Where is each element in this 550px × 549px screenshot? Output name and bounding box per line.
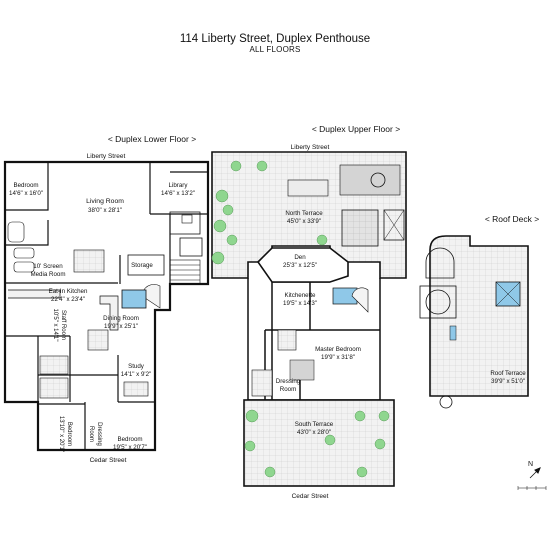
room-library-size: 14'6" x 13'2" (161, 190, 195, 197)
room-kitchen-size: 22'4" x 23'4" (51, 296, 85, 303)
sink-fixture (181, 214, 193, 224)
room-bedroom-2-size: 13'10" x 20'1" (58, 416, 64, 452)
room-master-size: 19'9" x 31'8" (321, 354, 355, 361)
room-bedroom-3-name: Bedroom (117, 436, 142, 443)
room-library-name: Library (169, 182, 189, 189)
upper-floor-plan: Liberty Street Cedar Street (211, 144, 407, 500)
street-label-cedar-upper: Cedar Street (292, 493, 329, 500)
lower-interior-walls (5, 162, 208, 450)
room-den-name: Den (294, 254, 306, 261)
terrace-planter (287, 179, 329, 197)
room-bedroom-1-name: Bedroom (13, 182, 38, 189)
room-staff-size: 10'5" x 14'1" (52, 309, 58, 342)
street-label-liberty: Liberty Street (87, 153, 126, 160)
roof-skylight-small (449, 325, 457, 341)
room-dressing-2-name: Dressing (276, 378, 301, 385)
room-dressing-2-room: Room (280, 386, 297, 393)
room-roof-terrace-name: Roof Terrace (490, 370, 526, 377)
roof-spiral-stair (439, 395, 453, 409)
upper-floor-heading: < Duplex Upper Floor > (312, 124, 400, 134)
room-roof-terrace-size: 39'9" x 51'0" (491, 378, 525, 385)
room-master-name: Master Bedroom (315, 346, 361, 353)
terrace-plantings (211, 160, 390, 478)
bath-fixture (169, 211, 201, 235)
room-kitchen-name: Eat-In Kitchen (49, 288, 88, 295)
roof-deck-heading: < Roof Deck > (485, 214, 539, 224)
upper-bath (251, 369, 273, 397)
kitchen-counters (8, 289, 119, 331)
skylight-blue (121, 289, 147, 309)
lower-floor-heading: < Duplex Lower Floor > (108, 134, 196, 144)
roof-mechanical-grey (339, 164, 401, 196)
room-south-terrace-size: 43'0" x 28'0" (297, 429, 331, 436)
media-room-furniture (13, 247, 105, 273)
terrace-shaded-zone (341, 209, 379, 247)
roof-stair-bulkhead (425, 247, 455, 279)
room-bedroom-1-size: 14'6" x 16'0" (9, 190, 43, 197)
room-media-line1: 10' Screen (33, 263, 63, 270)
vent-circle (370, 172, 386, 188)
room-north-terrace-size: 45'0" x 33'9" (287, 218, 321, 225)
room-south-terrace-name: South Terrace (295, 421, 334, 428)
lower-exterior-wall (3, 160, 210, 452)
room-living-size: 38'0" x 28'1" (88, 207, 122, 214)
lower-floor-plan: Liberty Street Cedar Street (3, 153, 210, 464)
lower-baths (7, 221, 149, 399)
roof-deck-plan: Roof Terrace 39'9" x 51'0" (419, 235, 529, 409)
street-label-cedar: Cedar Street (90, 457, 127, 464)
den-bay (256, 247, 349, 283)
room-storage-name: Storage (131, 262, 153, 269)
room-living-name: Living Room (86, 198, 124, 205)
room-dining-size: 19'9" x 25'1" (104, 323, 138, 330)
upper-stairs (351, 287, 369, 313)
roof-terrace-area (429, 235, 529, 397)
room-dining-name: Dining Room (103, 315, 139, 322)
room-study-name: Study (128, 363, 145, 370)
compass-north-label: N (528, 461, 533, 468)
room-staff-name: Staff Room (60, 310, 66, 340)
bed-shape (289, 359, 315, 381)
room-study-size: 14'1" x 9'2" (121, 371, 152, 378)
room-bedroom-3-size: 19'5" x 20'7" (113, 444, 147, 451)
compass-icon: N (517, 461, 547, 490)
closet (179, 237, 203, 257)
hot-tub-frame (419, 285, 457, 319)
room-kitchenette-size: 19'5" x 14'3" (283, 300, 317, 307)
room-bedroom-2-name: Bedroom (66, 422, 72, 446)
hot-tub (425, 289, 451, 315)
room-den-size: 25'3" x 12'5" (283, 262, 317, 269)
street-label-liberty-upper: Liberty Street (291, 144, 330, 151)
plan-subtitle: ALL FLOORS (249, 45, 301, 54)
terrace-box (383, 209, 405, 241)
room-dressing-1-room: Room (88, 426, 94, 442)
room-kitchenette-name: Kitchenette (285, 292, 317, 299)
room-north-terrace-name: North Terrace (285, 210, 323, 217)
master-bath (277, 329, 297, 351)
room-media-name: Media Room (30, 271, 65, 278)
plan-title: 114 Liberty Street, Duplex Penthouse (179, 33, 371, 45)
storage-room (127, 254, 165, 276)
room-dressing-1-name: Dressing (96, 422, 102, 446)
